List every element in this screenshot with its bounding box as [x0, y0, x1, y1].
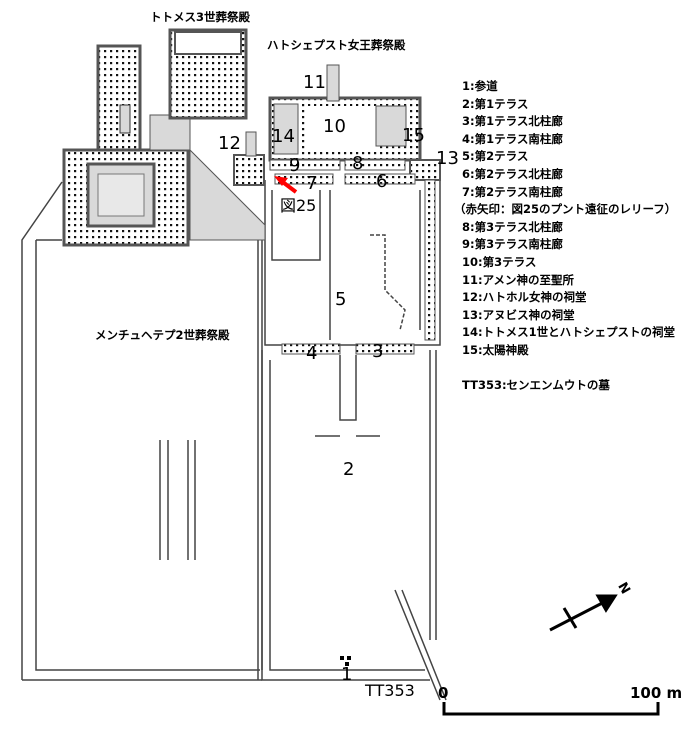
legend-item: 7:第2テラス南柱廊	[462, 184, 563, 199]
map-label-3: 3	[372, 341, 384, 362]
map-label-8: 8	[352, 153, 364, 174]
legend-item: 14:トトメス1世とハトシェプストの祠堂	[462, 325, 675, 340]
scale-start: 0	[438, 684, 449, 702]
thutmose3-title: トトメス3世葬祭殿	[150, 10, 251, 24]
legend-item: 8:第3テラス北柱廊	[462, 219, 563, 234]
legend-item: （赤矢印：図25のプント遠征のレリーフ）	[454, 202, 677, 217]
map-label-9: 9	[289, 155, 301, 176]
red-arrow-icon	[274, 176, 298, 194]
map-label-10: 10	[323, 116, 346, 137]
legend-item: 13:アヌビス神の祠堂	[462, 307, 575, 322]
north-arrow-icon	[549, 594, 618, 632]
map-label-14: 14	[272, 126, 295, 147]
map-label-7: 7	[306, 173, 318, 194]
legend-item: 1:参道	[462, 79, 498, 93]
map-label-5: 5	[335, 289, 347, 310]
map-label-1: 1	[341, 664, 353, 685]
map-label-2: 2	[343, 459, 355, 480]
hatshepsut-title: ハトシェプスト女王葬祭殿	[267, 38, 406, 52]
mentuhotep-enclosure	[21, 181, 263, 680]
map-label-13: 13	[436, 148, 459, 169]
map-label-15: 15	[402, 125, 425, 146]
legend-item: 12:ハトホル女神の祠堂	[462, 290, 587, 305]
mentuhotep2-title: メンチュヘテプ2世葬祭殿	[95, 328, 230, 342]
legend-item: 15:太陽神殿	[462, 342, 529, 357]
legend-item: 4:第1テラス南柱廊	[462, 131, 563, 146]
map-label-12: 12	[218, 133, 241, 154]
legend-item: 5:第2テラス	[462, 149, 529, 164]
map-label-4: 4	[306, 343, 318, 364]
lower-terrace-walls	[261, 350, 437, 681]
legend-item: 3:第1テラス北柱廊	[462, 114, 563, 129]
map-label-11: 11	[303, 72, 326, 93]
scale-end: 100 m	[630, 684, 683, 702]
legend: 1:参道 2:第1テラス 3:第1テラス北柱廊 4:第1テラス南柱廊 5:第2テ…	[454, 78, 676, 395]
scale-bar	[442, 702, 660, 716]
legend-item: 2:第1テラス	[462, 96, 529, 111]
legend-item: 10:第3テラス	[462, 254, 537, 269]
legend-tomb: TT353:センエンムウトの墓	[462, 378, 610, 393]
legend-item: 11:アメン神の至聖所	[462, 272, 575, 287]
map-label-6: 6	[376, 171, 388, 192]
mentuhotep-hypostyle	[96, 44, 142, 153]
tomb-label: TT353	[365, 681, 415, 700]
legend-item: 9:第3テラス南柱廊	[462, 237, 563, 252]
legend-item: 6:第2テラス北柱廊	[462, 166, 563, 181]
figure-ref-label: 図25	[280, 196, 317, 215]
middle-terrace-walls	[264, 175, 441, 346]
